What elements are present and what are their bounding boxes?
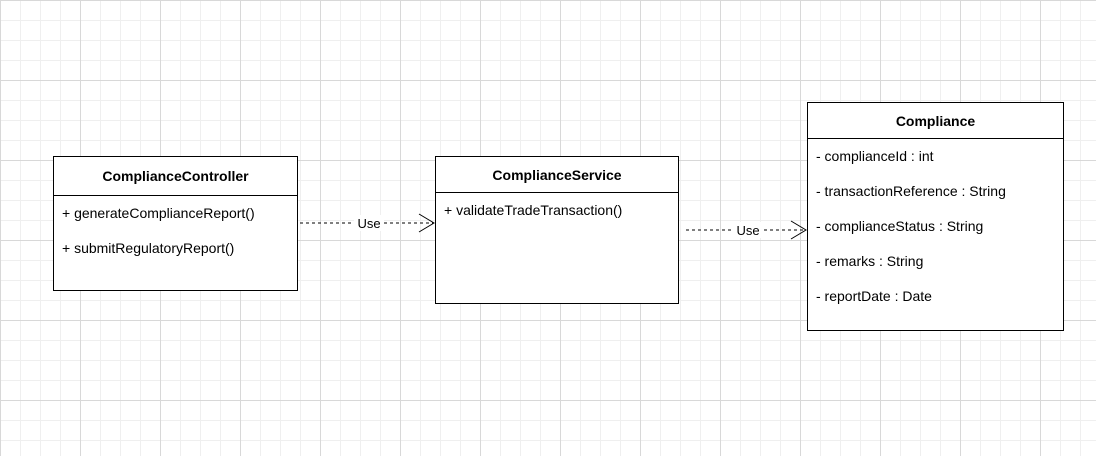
attribute-item[interactable]: - reportDate : Date	[816, 288, 932, 304]
open-arrowhead-icon	[790, 220, 807, 240]
class-compliance-controller[interactable]: ComplianceController + generateComplianc…	[53, 156, 298, 291]
class-operations: + validateTradeTransaction()	[436, 193, 678, 219]
edge-label-background	[354, 215, 384, 231]
edge-label-background	[733, 222, 763, 238]
class-compliance[interactable]: Compliance - complianceId : int - transa…	[807, 102, 1064, 331]
attribute-item[interactable]: - transactionReference : String	[816, 183, 1006, 199]
attribute-item[interactable]: - complianceId : int	[816, 148, 934, 164]
operation-item[interactable]: + generateComplianceReport()	[62, 205, 255, 221]
class-name: ComplianceController	[54, 157, 297, 196]
attribute-item[interactable]: - remarks : String	[816, 253, 924, 269]
class-attributes: - complianceId : int - transactionRefere…	[808, 139, 1063, 314]
class-name: ComplianceService	[436, 157, 678, 193]
edge-label: Use	[736, 223, 759, 238]
open-arrowhead-icon	[418, 213, 435, 233]
relation-controller-to-service[interactable]: Use	[300, 213, 435, 233]
relation-service-to-compliance[interactable]: Use	[686, 220, 807, 240]
class-operations: + generateComplianceReport() + submitReg…	[54, 196, 297, 257]
operation-item[interactable]: + validateTradeTransaction()	[444, 202, 623, 218]
edge-label: Use	[357, 216, 380, 231]
attribute-item[interactable]: - complianceStatus : String	[816, 218, 984, 234]
operation-item[interactable]: + submitRegulatoryReport()	[62, 240, 235, 256]
class-name: Compliance	[808, 103, 1063, 139]
class-compliance-service[interactable]: ComplianceService + validateTradeTransac…	[435, 156, 679, 304]
